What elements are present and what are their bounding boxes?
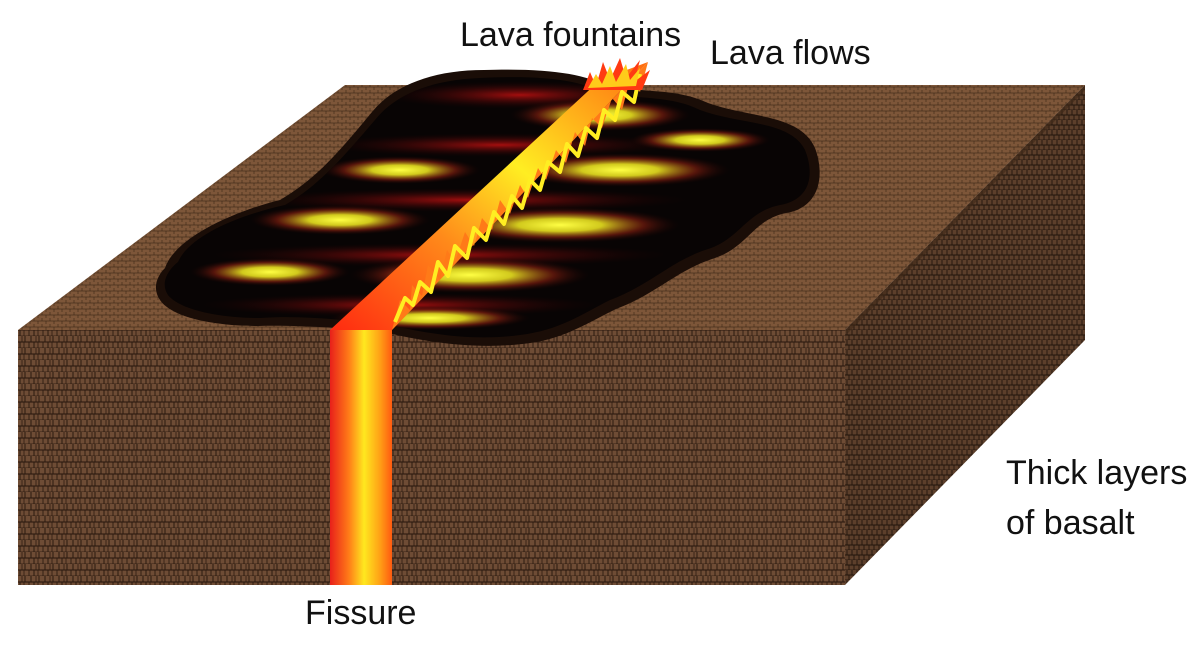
label-lava-fountains: Lava fountains — [460, 16, 681, 54]
block-front-face — [18, 330, 845, 585]
label-thick-layers-line1: Thick layers — [1006, 454, 1187, 492]
label-fissure: Fissure — [305, 594, 416, 632]
fissure — [330, 330, 392, 585]
lava-fountains — [330, 58, 650, 330]
label-lava-flows: Lava flows — [710, 34, 871, 72]
label-thick-layers-line2: of basalt — [1006, 504, 1135, 542]
block-side-face — [845, 85, 1085, 585]
